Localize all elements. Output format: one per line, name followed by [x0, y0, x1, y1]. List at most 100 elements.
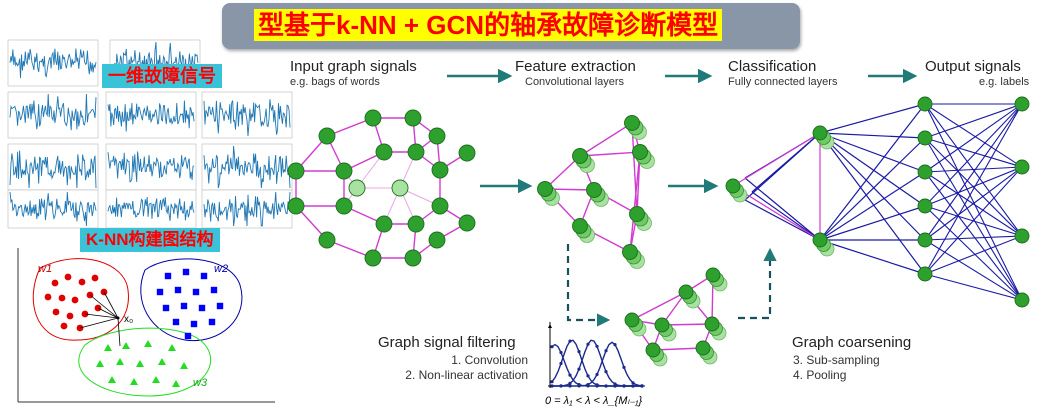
signal-waveform [9, 150, 97, 189]
knn-point-w2 [164, 272, 172, 280]
filter-kernel-point [568, 384, 572, 388]
knn-point-w1 [58, 294, 66, 302]
graph-node [335, 162, 353, 180]
graph-edge [631, 291, 687, 321]
graph-node [431, 161, 449, 179]
classification-nodes [725, 125, 835, 257]
graph-node [629, 206, 645, 222]
filter-kernel-point [586, 342, 590, 346]
graph-node [431, 197, 449, 215]
graph-node [348, 179, 366, 197]
fc-edge [924, 235, 1023, 275]
graph-node [428, 231, 446, 249]
knn-point-w3 [168, 344, 176, 351]
fc-edge [819, 132, 926, 139]
knn-point-w1 [71, 296, 79, 304]
graph-node [364, 109, 382, 127]
knn-point-w2 [216, 302, 224, 310]
graph-node [364, 249, 382, 267]
knn-point-w2 [156, 288, 164, 296]
graph-edge [579, 151, 641, 157]
knn-point-w3 [158, 358, 166, 365]
signal-panel-frame [105, 91, 197, 139]
filter-kernel-point [604, 384, 608, 388]
graph-node [632, 144, 648, 160]
filter-kernel-point [595, 372, 599, 377]
knn-point-w3 [122, 342, 130, 349]
fc-edge [924, 137, 1023, 168]
graph-node [624, 312, 640, 328]
knn-point-w3 [172, 380, 180, 387]
knn-point-w1 [78, 278, 86, 286]
fc-edge [819, 137, 926, 241]
filter-kernel-point [613, 382, 617, 386]
output-nodes [917, 96, 1030, 308]
knn-point-w2 [184, 332, 192, 340]
graph-node [622, 244, 638, 260]
knn-point-w3 [104, 344, 112, 351]
filtering-header: Graph signal filtering [378, 334, 516, 351]
fc-edge [819, 103, 926, 134]
knn-point-w2 [208, 318, 216, 326]
filter-kernel-point [604, 370, 608, 374]
filter-kernel-point [631, 381, 635, 385]
coarsening-steps: 3. Sub-sampling 4. Pooling [793, 353, 880, 383]
filter-kernel-point [550, 380, 554, 384]
coarsening-step-2: 4. Pooling [793, 368, 847, 382]
fc-edge [732, 185, 821, 241]
signal-panel [105, 143, 197, 191]
fc-edge [819, 103, 926, 241]
knn-point-w3 [152, 376, 160, 383]
graph-node [917, 266, 933, 282]
graph-edge [544, 155, 581, 190]
graph-node [695, 340, 711, 356]
graph-node [318, 231, 336, 249]
graph-node [654, 317, 670, 333]
knn-neighbour-edge [79, 317, 119, 329]
knn-point-w2 [172, 318, 180, 326]
knn-point-w3 [130, 378, 138, 385]
fc-edge [751, 191, 821, 241]
knn-point-w2 [190, 320, 198, 328]
filter-formula: 0 = λ₁ < λ < λ_{Mₗ₋₁} [545, 395, 642, 407]
fc-edge [924, 137, 1023, 301]
filter-kernel-point [586, 374, 590, 378]
filter-kernel-point [622, 365, 626, 369]
knn-point-w2 [180, 302, 188, 310]
graph-node [458, 214, 476, 232]
fc-edge [924, 239, 1023, 301]
graph-node [917, 96, 933, 112]
fc-edge [819, 205, 926, 241]
classification-header: Classification [728, 58, 817, 75]
filter-kernel-point [559, 384, 563, 388]
knn-query-label: x₀ [124, 314, 133, 325]
signal-waveform [107, 196, 195, 221]
filtering-dashed-arrow [566, 244, 611, 327]
knn-neighbour-edge [89, 294, 119, 319]
knn-point-w2 [162, 304, 170, 312]
filter-kernel-point [631, 384, 635, 388]
filtering-steps: 1. Convolution 2. Non-linear activation [398, 353, 528, 383]
filter-plot-y-arrowhead [548, 324, 552, 328]
knn-point-w1 [44, 293, 52, 301]
graph-node [1014, 96, 1030, 112]
signal-panel [7, 91, 99, 139]
graph-node [407, 215, 425, 233]
filter-kernel-point [559, 350, 563, 355]
input-graph [287, 109, 476, 267]
graph-node [458, 144, 476, 162]
fc-edge [732, 132, 821, 187]
knn-point-w1 [52, 308, 60, 316]
feature-header: Feature extraction [515, 58, 636, 75]
filter-kernel-point [586, 383, 590, 387]
signal-waveform [203, 99, 291, 137]
fc-edge [819, 239, 926, 275]
signal-panel [201, 91, 293, 139]
filter-kernel-point [640, 384, 644, 388]
fully-connected-layers [732, 103, 1023, 301]
knn-point-w3 [180, 362, 188, 369]
fc-edge [819, 132, 926, 241]
knn-point-w1 [66, 312, 74, 320]
graph-node [537, 181, 553, 197]
